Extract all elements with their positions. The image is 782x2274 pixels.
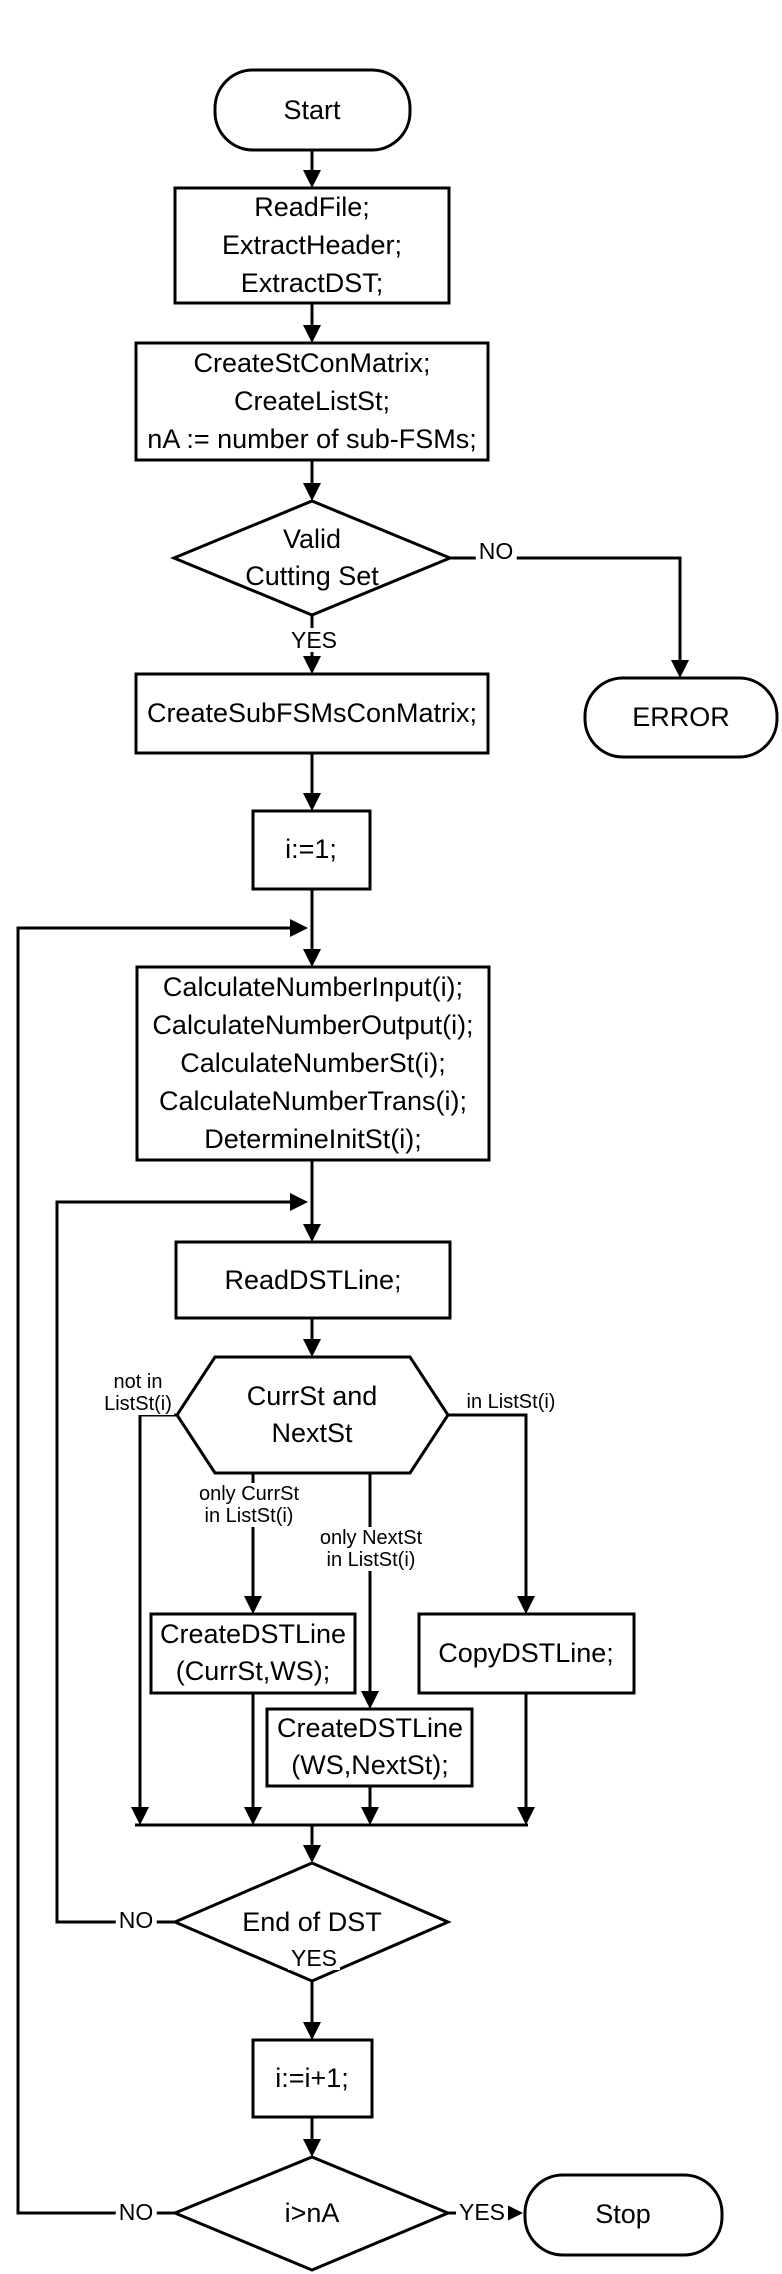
valid-yes-label: YES <box>287 628 341 652</box>
edge-enddst-yes-to-increment <box>303 1981 321 2040</box>
readfile-process-shape <box>173 186 451 305</box>
copy-dst-line-label: CopyDSTLine; <box>438 1638 614 1668</box>
increment-i-process-shape <box>251 2038 374 2119</box>
edge-seti-to-calculate <box>303 889 321 967</box>
edge-branch-in-list <box>448 1413 535 1614</box>
edge-increment-to-igtna <box>303 2117 321 2157</box>
edge-copydst-to-merge <box>517 1693 535 1825</box>
end-of-dst-decision-shape <box>171 1861 452 1983</box>
edge-start-to-readfile <box>303 150 321 188</box>
readfile-label: ReadFile; ExtractHeader; ExtractDST; <box>221 192 403 298</box>
not-in-list-label: not in ListSt(i) <box>102 1371 174 1415</box>
valid-no-label: NO <box>475 539 517 563</box>
valid-cutting-set-label: Valid Cutting Set <box>245 524 379 591</box>
edge-readfile-to-creatematrix <box>303 303 321 343</box>
create-st-con-matrix-label: CreateStConMatrix; CreateListSt; nA := n… <box>147 348 477 454</box>
edge-valid-no-to-error <box>450 556 689 678</box>
error-label: ERROR <box>632 702 730 732</box>
copy-dst-line-process-shape <box>417 1612 636 1695</box>
edge-createsubfsms-to-seti <box>303 753 321 811</box>
in-list-label: in ListSt(i) <box>464 1391 558 1413</box>
calculate-label: CalculateNumberInput(i); CalculateNumber… <box>152 972 474 1154</box>
edge-merge-to-enddst <box>303 1825 321 1863</box>
edge-createdstcurrst-to-merge <box>244 1693 262 1825</box>
edge-creatematrix-to-validcheck <box>303 460 321 501</box>
i-greater-na-label: i>nA <box>284 2198 340 2228</box>
create-sub-fsms-label: CreateSubFSMsConMatrix; <box>146 698 478 728</box>
calculate-process-shape <box>135 965 491 1162</box>
create-dst-line-currst-label: CreateDSTLine (CurrSt,WS); <box>159 1619 347 1686</box>
create-st-con-matrix-process-shape <box>134 341 490 462</box>
stop-label: Stop <box>595 2199 651 2229</box>
set-i-label: i:=1; <box>285 834 337 864</box>
i-greater-na-no-label: NO <box>115 2200 157 2224</box>
error-terminator-shape <box>583 676 779 759</box>
only-nextst-label: only NextSt in ListSt(i) <box>317 1527 425 1571</box>
create-sub-fsms-process-shape <box>134 672 490 755</box>
end-of-dst-yes-label: YES <box>287 1946 341 1970</box>
i-greater-na-decision-shape <box>171 2155 452 2272</box>
edge-branch-not-in-list <box>131 1413 177 1825</box>
start-label: Start <box>283 95 341 125</box>
end-of-dst-label: End of DST <box>242 1907 382 1937</box>
only-currst-label: only CurrSt in ListSt(i) <box>196 1483 302 1527</box>
create-dst-line-nextst-label: CreateDSTLine (WS,NextSt); <box>276 1713 464 1780</box>
create-dst-line-currst-process-shape <box>149 1612 357 1695</box>
read-dst-line-label: ReadDSTLine; <box>224 1265 402 1295</box>
i-greater-na-yes-label: YES <box>455 2200 509 2224</box>
currst-nextst-decision-hexagon <box>175 1355 450 1475</box>
edge-calculate-to-readdst <box>303 1160 321 1242</box>
valid-cutting-set-decision-shape <box>170 499 454 617</box>
end-of-dst-no-label: NO <box>115 1908 157 1932</box>
create-dst-line-nextst-process-shape <box>265 1707 474 1788</box>
edge-readdst-to-hexagon <box>303 1318 321 1357</box>
increment-i-label: i:=i+1; <box>275 2063 349 2093</box>
set-i-process-shape <box>251 809 372 891</box>
edge-outer-loop-igtna-no <box>16 919 308 2215</box>
start-terminator-shape <box>213 68 412 152</box>
edge-createdstnextst-to-merge <box>361 1786 379 1825</box>
currst-nextst-label: CurrSt and NextSt <box>246 1381 378 1448</box>
stop-terminator-shape <box>523 2173 724 2257</box>
edge-branch-only-nextst <box>361 1473 379 1709</box>
read-dst-line-process-shape <box>174 1240 452 1320</box>
